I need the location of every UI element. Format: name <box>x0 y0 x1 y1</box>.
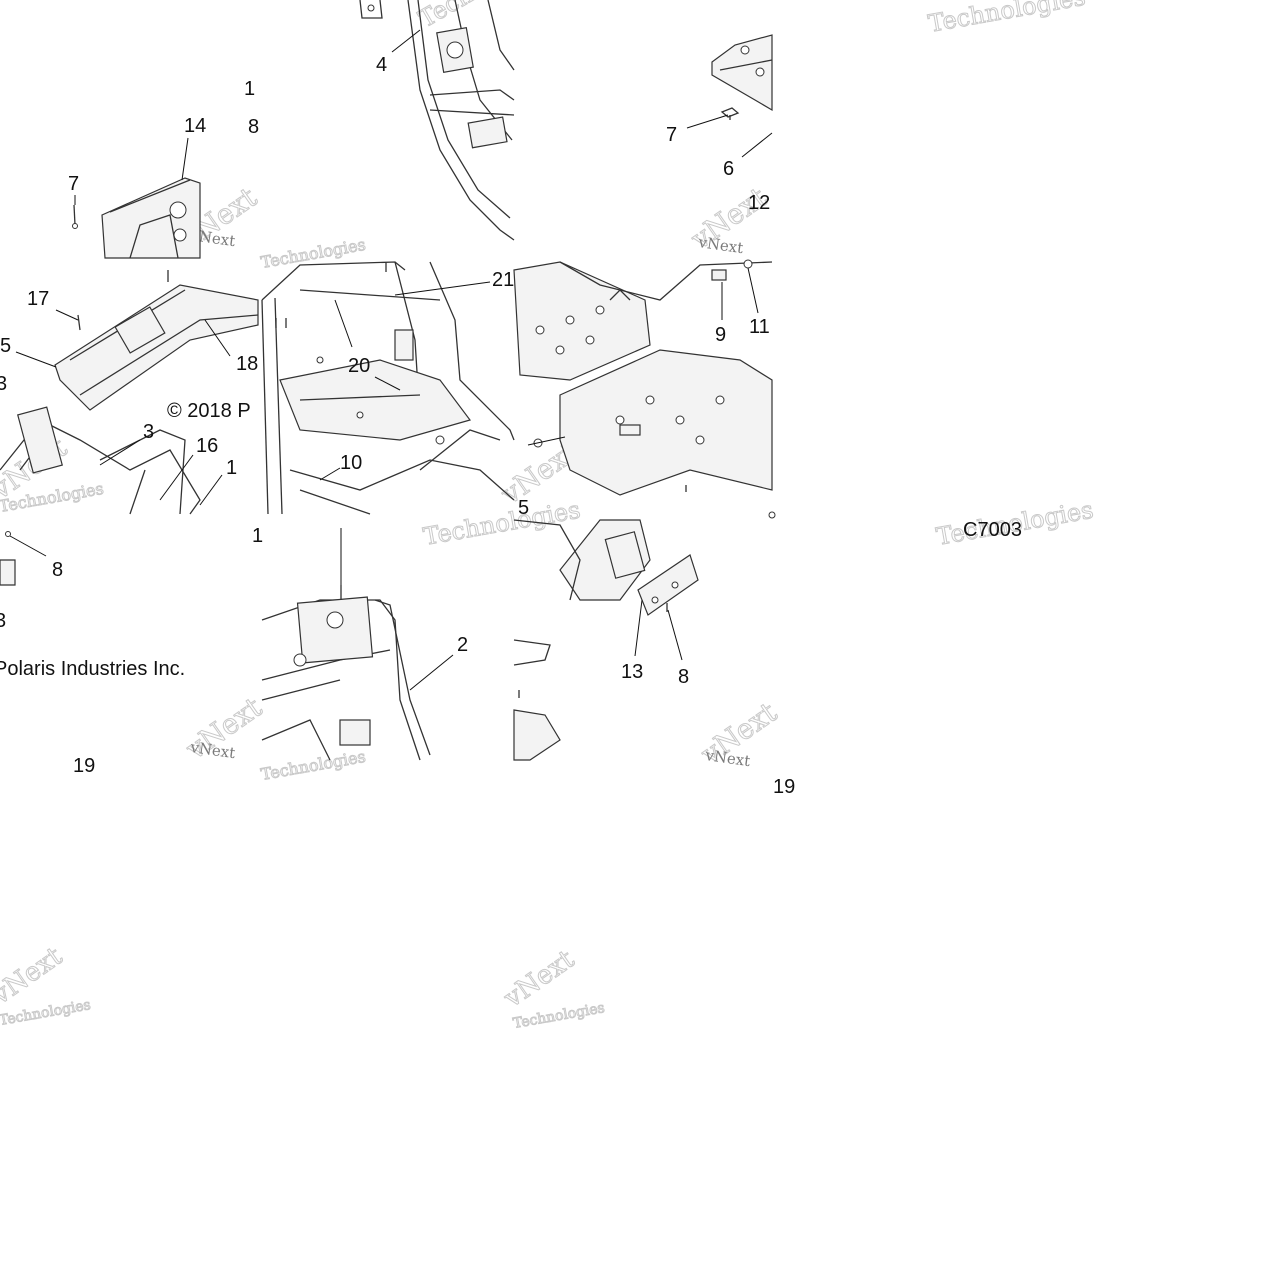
front-cage <box>261 585 431 761</box>
callout-9: 9 <box>715 324 726 346</box>
callout-16: 16 <box>196 435 218 457</box>
callout-5: 5 <box>0 335 11 357</box>
floor-pan <box>513 259 776 519</box>
watermark-technologies: Technologies <box>259 747 367 784</box>
callout-6: 6 <box>723 158 734 180</box>
leader-lines <box>9 29 773 691</box>
watermark-technologies: Technologies <box>259 235 367 272</box>
roll-cage-rear-section <box>359 0 515 241</box>
copyright-text: © 2018 P <box>167 400 251 422</box>
callout-20: 20 <box>348 355 370 377</box>
callout-8: 8 <box>678 666 689 688</box>
callout-1: 1 <box>244 78 255 100</box>
callout-3: 3 <box>0 373 7 395</box>
callout-18: 18 <box>236 353 258 375</box>
upper-cross-member <box>72 177 201 259</box>
callout-14: 14 <box>184 115 206 137</box>
callout-8: 8 <box>52 559 63 581</box>
mount-bracket <box>513 519 699 761</box>
callout-7: 7 <box>666 124 677 146</box>
callout-19: 19 <box>73 755 95 777</box>
watermark-layer: Technologies Technologies Technologies T… <box>0 0 1096 1032</box>
figure-code: C7003 <box>963 519 1022 541</box>
lower-left-fasteners <box>0 531 16 586</box>
callout-19: 19 <box>773 776 795 798</box>
callout-11: 11 <box>749 316 770 338</box>
callout-labels: 4 14 1 8 7 7 6 12 17 5 18 3 3 16 1 21 20… <box>0 54 795 798</box>
callout-13: 13 <box>621 661 643 683</box>
watermark-technologies: Technologies <box>421 496 582 551</box>
callout-2: 2 <box>457 634 468 656</box>
callout-8: 8 <box>248 116 259 138</box>
callout-17: 17 <box>27 288 49 310</box>
callout-1: 1 <box>226 457 237 479</box>
callout-21: 21 <box>492 269 514 291</box>
callout-1: 1 <box>252 525 263 547</box>
callout-4: 4 <box>376 54 387 76</box>
callout-3: 3 <box>0 610 6 632</box>
diagram-notes: © 2018 P Polaris Industries Inc. C7003 <box>0 400 1022 680</box>
watermark-vnext: vNext <box>0 941 68 1011</box>
mid-frame-rails <box>0 270 259 515</box>
callout-12: 12 <box>748 192 770 214</box>
company-text: Polaris Industries Inc. <box>0 658 185 680</box>
callout-3: 3 <box>143 421 154 443</box>
callout-7: 7 <box>68 173 79 195</box>
callout-10: 10 <box>340 452 362 474</box>
skid-plate-top <box>711 34 773 120</box>
watermark-technologies: Technologies <box>926 0 1087 38</box>
main-chassis <box>261 261 515 515</box>
watermark-vnext: vNext <box>498 944 580 1014</box>
callout-5: 5 <box>518 497 529 519</box>
